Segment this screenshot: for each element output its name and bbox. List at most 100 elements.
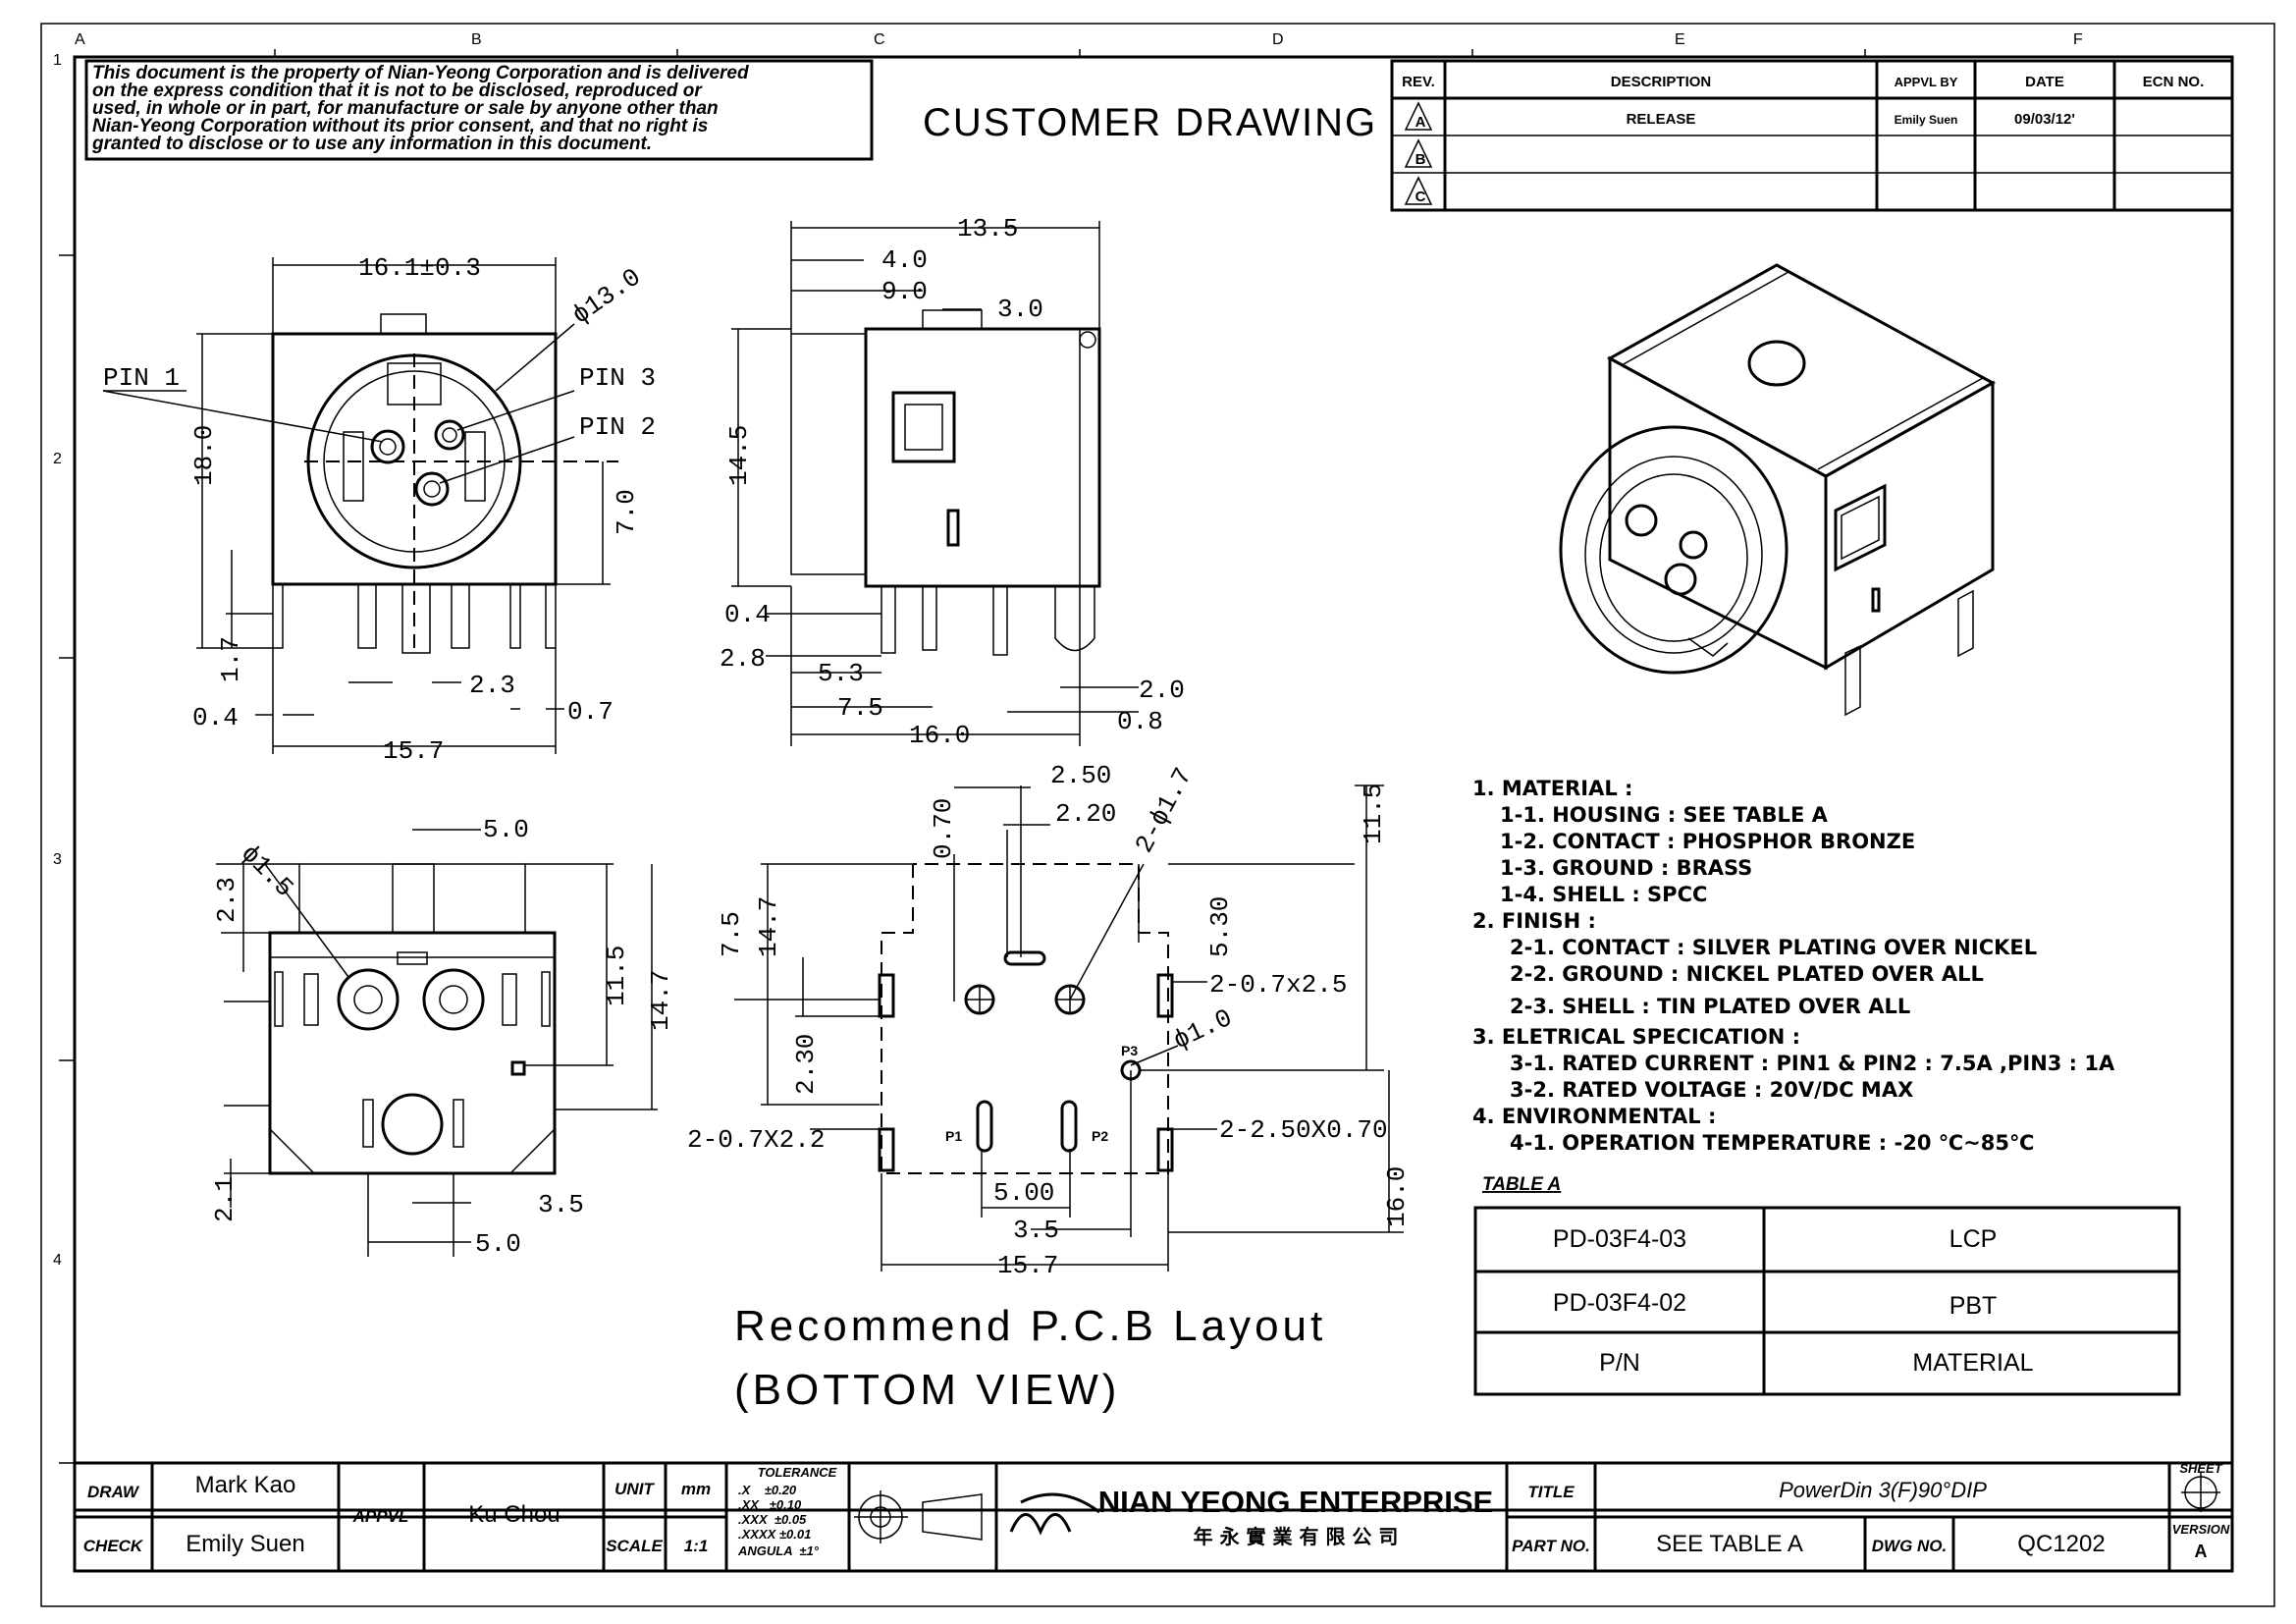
rev-header-date: DATE [2025, 74, 2064, 90]
side-dim-7-5: 7.5 [837, 693, 883, 723]
note-8: 2-3. SHELL : TIN PLATED OVER ALL [1510, 995, 1910, 1018]
notice-line-5: granted to disclose or to use any inform… [91, 134, 652, 154]
tb-tol-1: .X ±0.20 [738, 1483, 797, 1497]
pcb-dim-15-7: 15.7 [997, 1251, 1058, 1280]
front-dim-diameter: ϕ13.0 [566, 262, 646, 330]
front-dim-1-7: 1.7 [216, 636, 245, 682]
rev-header-desc: DESCRIPTION [1611, 74, 1712, 90]
pcb-dim-7-5: 7.5 [717, 911, 746, 957]
bottom-dim-11-5: 11.5 [602, 946, 631, 1006]
note-12: 4. ENVIRONMENTAL : [1472, 1105, 1716, 1128]
inner-border [73, 55, 2234, 1512]
rev-row-a-label: A [1415, 114, 1426, 131]
tb-part-label: PART NO. [1512, 1537, 1590, 1555]
grid-col-b: B [471, 31, 482, 48]
tb-scale-label: SCALE [606, 1537, 663, 1555]
tb-version-value: A [2195, 1542, 2208, 1561]
table-a-row2-pn: PD-03F4-02 [1553, 1289, 1686, 1317]
tb-title-value: PowerDin 3(F)90°DIP [1779, 1478, 1987, 1502]
grid-col-a: A [75, 31, 85, 48]
front-label-pin3: PIN 3 [579, 363, 656, 393]
rev-row-b-label: B [1415, 151, 1426, 168]
pcb-dim-2-2-50x0-70: 2-2.50X0.70 [1219, 1115, 1388, 1145]
pcb-pin-p1: P1 [945, 1128, 962, 1144]
pcb-pin-p3: P3 [1121, 1043, 1138, 1058]
front-dim-0-7: 0.7 [567, 697, 614, 727]
pcb-dim-2-dia-1-7: 2-ϕ1.7 [1130, 763, 1199, 858]
tb-scale-value: 1:1 [684, 1537, 709, 1555]
pcb-pin-p2: P2 [1092, 1128, 1108, 1144]
note-7: 2-2. GROUND : NICKEL PLATED OVER ALL [1510, 962, 1984, 986]
tb-sheet-label: SHEET [2179, 1461, 2222, 1476]
side-dim-14-5: 14.5 [724, 425, 754, 486]
rev-row-c-label: C [1415, 189, 1426, 205]
front-view [102, 257, 618, 754]
pcb-dim-3-5: 3.5 [1013, 1216, 1059, 1245]
pcb-dim-14-7: 14.7 [754, 896, 783, 957]
note-6: 2-1. CONTACT : SILVER PLATING OVER NICKE… [1510, 936, 2037, 959]
tb-appvl-label: APPVL [352, 1507, 409, 1526]
grid-col-f: F [2073, 31, 2083, 48]
pcb-layout [734, 785, 1404, 1272]
grid-col-d: D [1272, 31, 1284, 48]
pcb-dim-2-30: 2.30 [791, 1034, 821, 1095]
pcb-dim-2-20: 2.20 [1055, 799, 1116, 829]
pcb-dim-0-70: 0.70 [929, 798, 958, 859]
tb-tol-2: .XX ±0.10 [738, 1497, 802, 1512]
note-1: 1-1. HOUSING : SEE TABLE A [1500, 803, 1829, 827]
note-9: 3. ELETRICAL SPECICATION : [1472, 1025, 1800, 1049]
grid-row-2: 2 [53, 451, 62, 467]
table-a-row1-pn: PD-03F4-03 [1553, 1225, 1686, 1253]
side-dim-16-0: 16.0 [909, 721, 970, 750]
note-2: 1-2. CONTACT : PHOSPHOR BRONZE [1500, 830, 1915, 853]
bottom-dim-dia-1-5: ϕ1.5 [235, 839, 298, 902]
revision-table [1390, 59, 2234, 212]
side-dim-0-4: 0.4 [724, 600, 771, 629]
grid-row-1: 1 [53, 52, 62, 69]
bottom-dim-2-3: 2.3 [212, 877, 241, 923]
front-dim-2-3: 2.3 [469, 671, 515, 700]
tb-company-name: NIAN YEONG ENTERPRISE [1098, 1485, 1494, 1519]
side-dim-2-0: 2.0 [1139, 676, 1185, 705]
side-dim-0-8: 0.8 [1117, 707, 1163, 736]
grid-row-4: 4 [53, 1252, 62, 1269]
note-10: 3-1. RATED CURRENT : PIN1 & PIN2 : 7.5A … [1510, 1052, 2115, 1075]
outer-border [40, 23, 2275, 1607]
isometric-view [1559, 263, 1997, 717]
tb-unit-label: UNIT [614, 1480, 655, 1498]
table-a [1473, 1206, 2181, 1396]
tb-check-value: Emily Suen [186, 1531, 304, 1557]
grid-row-3: 3 [53, 851, 62, 868]
tb-tol-4: .XXXX ±0.01 [738, 1527, 811, 1542]
notice-line-1: This document is the property of Nian-Ye… [92, 63, 749, 83]
notice-line-3: used, in whole or in part, for manufactu… [92, 98, 719, 119]
pcb-dim-2-0-7x2-5: 2-0.7x2.5 [1209, 970, 1347, 1000]
tb-title-label: TITLE [1527, 1483, 1575, 1501]
tb-dwg-label: DWG NO. [1872, 1537, 1948, 1555]
bottom-dim-5-0-bottom: 5.0 [475, 1229, 521, 1259]
pcb-dim-2-50: 2.50 [1050, 761, 1111, 790]
note-13: 4-1. OPERATION TEMPERATURE : -20 ℃~85℃ [1510, 1131, 2034, 1155]
pcb-dim-5-00: 5.00 [993, 1178, 1054, 1208]
side-view [731, 221, 1139, 746]
note-5: 2. FINISH : [1472, 909, 1596, 933]
row-ticks [59, 254, 75, 1464]
side-dim-4-0: 4.0 [881, 245, 928, 275]
tb-tol-5: ANGULA ±1° [737, 1543, 820, 1558]
pcb-caption-line1: Recommend P.C.B Layout [734, 1302, 1326, 1350]
column-ticks [274, 49, 1866, 57]
rev-header-rev: REV. [1402, 74, 1435, 90]
bottom-dim-5-0-top: 5.0 [483, 815, 529, 844]
grid-col-e: E [1675, 31, 1685, 48]
pcb-dim-2-0-7x2-2: 2-0.7X2.2 [687, 1125, 825, 1155]
rev-row-a-desc: RELEASE [1627, 111, 1696, 128]
tb-check-label: CHECK [83, 1537, 144, 1555]
grid-col-c: C [874, 31, 885, 48]
notes: 1. MATERIAL : 1-1. HOUSING : SEE TABLE A… [1472, 777, 2115, 1155]
table-a-row1-material: LCP [1949, 1225, 1998, 1253]
pcb-dim-16-0: 16.0 [1382, 1166, 1412, 1227]
table-a-row3-pn: P/N [1599, 1349, 1640, 1377]
pcb-caption-line2: (BOTTOM VIEW) [734, 1366, 1120, 1414]
rev-row-a-appvl: Emily Suen [1895, 113, 1958, 127]
